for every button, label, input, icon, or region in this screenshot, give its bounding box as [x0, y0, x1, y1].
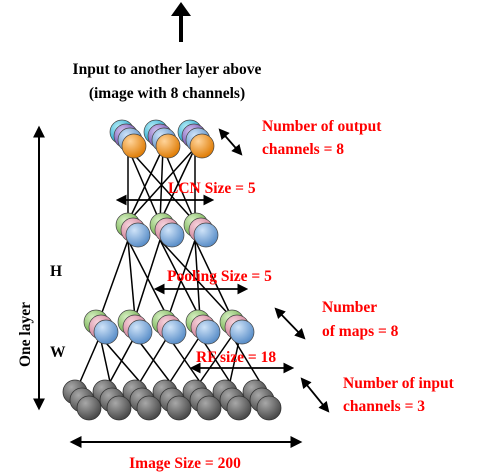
connections: [79, 147, 261, 383]
input-channels-label-line2: channels = 3: [343, 398, 425, 415]
top-label-line1: Input to another layer above: [73, 61, 262, 78]
rf-layer-nodes: [83, 309, 255, 345]
up-arrow-icon: [171, 2, 191, 42]
maps-label-line2: of maps = 8: [322, 323, 399, 340]
output-channels-label-line2: channels = 8: [262, 141, 344, 158]
maps-arrow: [274, 307, 306, 340]
pooling-size-label: Pooling Size = 5: [167, 268, 272, 285]
w-label: W: [50, 344, 66, 361]
output-channels-arrow: [218, 128, 243, 156]
pooling-layer-nodes: [115, 212, 219, 248]
image-size-label: Image Size = 200: [129, 455, 241, 472]
top-label-line2: (image with 8 channels): [89, 85, 245, 102]
rf-size-label: RF size = 18: [196, 349, 276, 366]
one-layer-label: One layer: [17, 302, 34, 367]
input-layer-nodes: [62, 379, 282, 421]
lcn-size-label: LCN Size = 5: [168, 180, 256, 197]
maps-label-line1: Number: [322, 299, 377, 316]
input-channels-label-line1: Number of input: [343, 375, 455, 392]
output-channels-label-line1: Number of output: [262, 118, 382, 135]
h-label: H: [50, 263, 62, 280]
input-channels-arrow: [300, 377, 330, 413]
output-layer-nodes: [109, 119, 215, 159]
